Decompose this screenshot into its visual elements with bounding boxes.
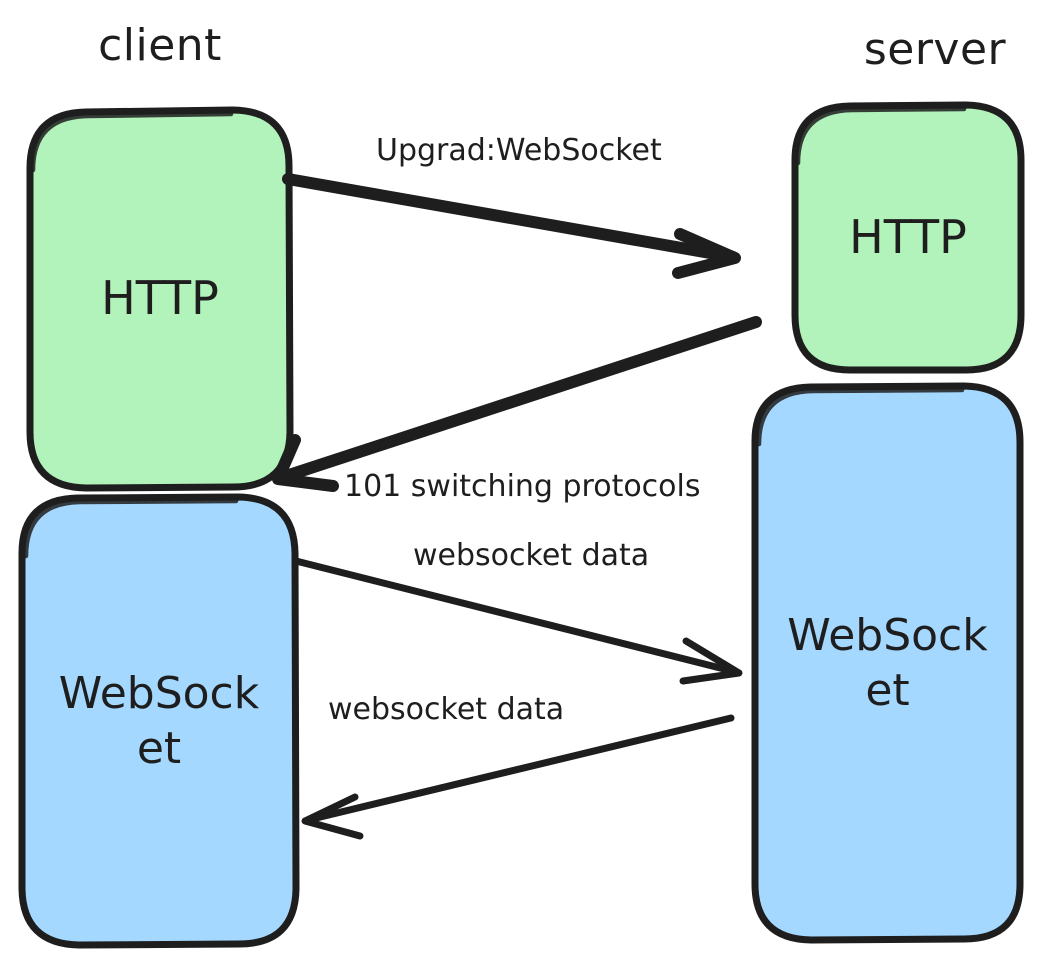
edge-label-upgrade-text: Upgrad:WebSocket — [376, 133, 662, 168]
node-client-http[interactable] — [26, 106, 294, 492]
server-websocket-shape — [751, 382, 1024, 944]
client-websocket-shape — [18, 493, 300, 949]
edge-ws-data-out-arrow — [292, 557, 743, 685]
edge-ws-data-in-arrow — [301, 714, 735, 840]
column-title-server: server — [835, 24, 1035, 75]
client-http-shape — [26, 106, 294, 492]
column-title-client: client — [60, 20, 260, 71]
edge-ws-data-in-line — [304, 714, 735, 824]
server-http-shape — [791, 101, 1025, 374]
edge-upgrade-arrowhead — [672, 228, 741, 279]
edge-label-101-text: 101 switching protocols — [344, 469, 701, 504]
edge-ws-data-out-arrowhead — [679, 637, 743, 685]
edge-label-ws-data-out: websocket data — [413, 538, 649, 573]
edge-upgrade-line — [282, 173, 739, 263]
edge-ws-data-out-line — [292, 557, 740, 676]
edge-label-ws-data-in-text: websocket data — [328, 692, 565, 727]
edge-label-ws-data-out-text: websocket data — [413, 538, 650, 573]
edge-101-line — [277, 316, 762, 483]
server-http-sketch-stroke — [795, 106, 967, 166]
column-title-server-label: server — [863, 24, 1007, 75]
client-websocket-sketch-stroke — [23, 498, 239, 559]
edge-label-upgrade: Upgrad:WebSocket — [376, 133, 662, 168]
edge-101-arrow — [272, 316, 762, 492]
server-websocket-sketch-stroke — [756, 387, 965, 447]
edge-101-arrowhead — [272, 434, 339, 492]
client-http-sketch-stroke — [30, 111, 234, 173]
edge-upgrade-arrow — [282, 173, 741, 279]
column-title-client-label: client — [98, 20, 222, 71]
edge-label-101: 101 switching protocols — [344, 469, 701, 504]
node-client-websocket[interactable] — [18, 493, 300, 949]
edge-label-ws-data-in: websocket data — [328, 692, 564, 727]
node-server-http[interactable] — [791, 101, 1025, 374]
node-server-websocket[interactable] — [751, 382, 1024, 944]
edge-ws-data-in-arrowhead — [301, 793, 364, 840]
